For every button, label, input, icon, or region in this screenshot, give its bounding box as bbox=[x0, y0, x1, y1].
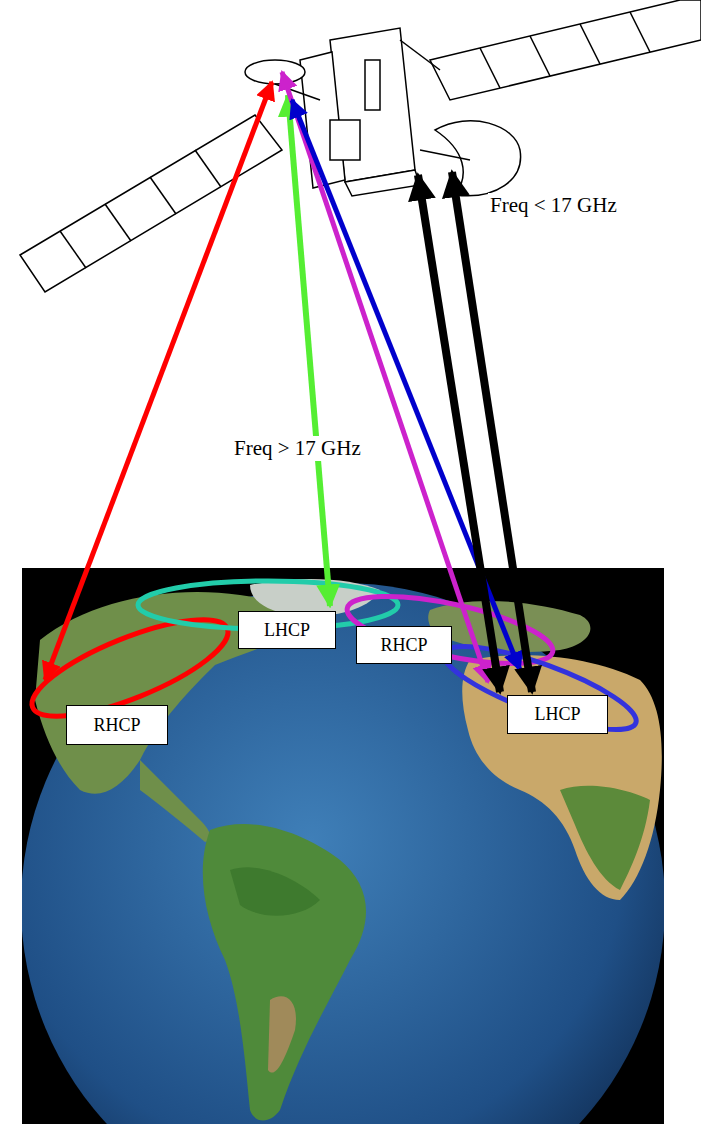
polarization-label: LHCP bbox=[534, 704, 580, 725]
frequency-label: Freq < 17 GHz bbox=[488, 193, 619, 218]
polarization-label: RHCP bbox=[93, 715, 140, 736]
polarization-label: LHCP bbox=[264, 620, 310, 641]
polarization-box: LHCP bbox=[507, 695, 608, 734]
frequency-label: Freq > 17 GHz bbox=[232, 436, 363, 461]
polarization-box: LHCP bbox=[238, 611, 336, 649]
polarization-box: RHCP bbox=[66, 705, 168, 745]
polarization-label: RHCP bbox=[380, 635, 427, 656]
polarization-box: RHCP bbox=[356, 626, 452, 664]
